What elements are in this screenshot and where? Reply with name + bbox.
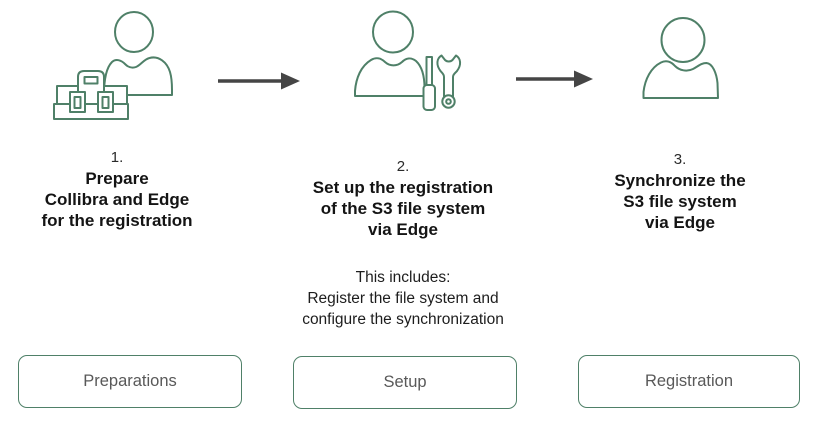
step-2-title: Set up the registration of the S3 file s… [312,178,494,239]
person-icon [642,17,719,99]
setup-button[interactable]: Setup [293,356,517,409]
preparations-button[interactable]: Preparations [18,355,242,408]
step-2-text: 2. Set up the registration of the S3 fil… [286,157,520,240]
step-3-number: 3. [673,151,687,168]
arrow-right-icon [218,72,300,90]
step-3-title: Synchronize the S3 file system via Edge [614,171,746,232]
diagram-artwork [53,10,719,120]
step-1-text: 1. Prepare Collibra and Edge for the reg… [8,148,226,231]
step-1-number: 1. [110,149,124,166]
arrow-right-icon [516,70,593,88]
person-with-toolbox-icon [53,11,173,120]
person-with-tools-icon [354,10,462,111]
step-2-number: 2. [396,158,410,175]
registration-button[interactable]: Registration [578,355,800,408]
step-3-text: 3. Synchronize the S3 file system via Ed… [566,150,794,233]
step-2-description: This includes: Register the file system … [302,269,504,328]
step-1-title: Prepare Collibra and Edge for the regist… [41,169,193,230]
